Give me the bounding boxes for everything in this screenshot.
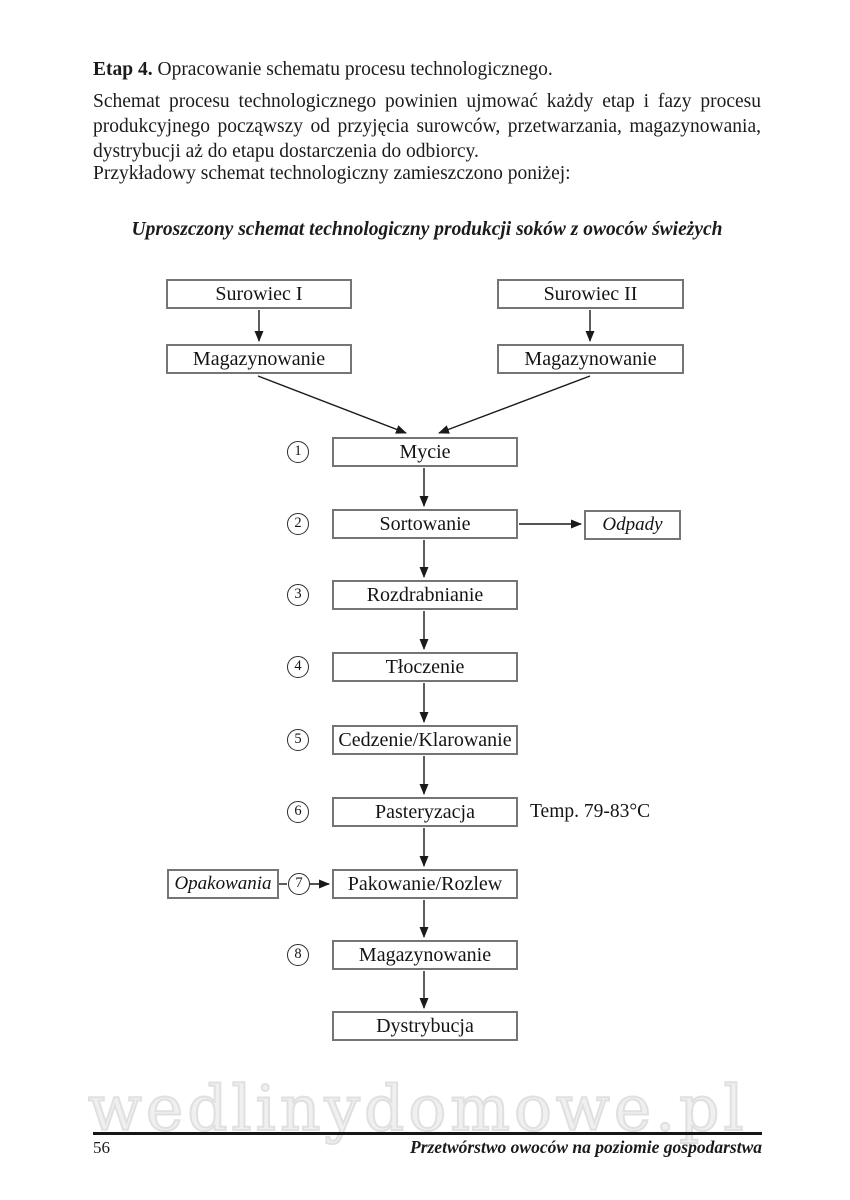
step-number-5: 5 <box>287 729 309 751</box>
box-dystrybucja: Dystrybucja <box>332 1011 518 1041</box>
body-paragraph: Schemat procesu technologicznego powinie… <box>93 91 761 162</box>
intro-line: Przykładowy schemat technologiczny zamie… <box>93 163 571 184</box>
diagram-title: Uproszczony schemat technologiczny produ… <box>131 219 723 240</box>
step-number-4: 4 <box>287 656 309 678</box>
box-opakowania: Opakowania <box>167 869 279 899</box>
footer-book-title: Przetwórstwo owoców na poziomie gospodar… <box>410 1137 762 1157</box>
page-number: 56 <box>93 1138 110 1157</box>
box-magazynowanie-right: Magazynowanie <box>497 344 684 374</box>
box-magazynowanie-left: Magazynowanie <box>166 344 352 374</box>
box-surowiec-1: Surowiec I <box>166 279 352 309</box>
box-cedzenie-klarowanie: Cedzenie/Klarowanie <box>332 725 518 755</box>
step-number-3: 3 <box>287 584 309 606</box>
step-number-8: 8 <box>287 944 309 966</box>
box-rozdrabnianie: Rozdrabnianie <box>332 580 518 610</box>
box-sortowanie: Sortowanie <box>332 509 518 539</box>
box-odpady: Odpady <box>584 510 681 540</box>
section-heading-label: Etap 4. <box>93 59 153 80</box>
footer-divider <box>93 1132 762 1135</box>
box-pasteryzacja: Pasteryzacja <box>332 797 518 827</box>
box-magazynowanie-8: Magazynowanie <box>332 940 518 970</box>
box-tloczenie: Tłoczenie <box>332 652 518 682</box>
step-number-1: 1 <box>287 441 309 463</box>
section-heading-text: Opracowanie schematu procesu technologic… <box>152 59 553 80</box>
box-pakowanie-rozlew: Pakowanie/Rozlew <box>332 869 518 899</box>
step-number-6: 6 <box>287 801 309 823</box>
step-number-7: 7 <box>288 873 310 895</box>
section-heading: Etap 4. Opracowanie schematu procesu tec… <box>93 58 763 82</box>
pasteurization-temp-note: Temp. 79-83°C <box>530 801 651 822</box>
box-mycie: Mycie <box>332 437 518 467</box>
box-surowiec-2: Surowiec II <box>497 279 684 309</box>
step-number-2: 2 <box>287 513 309 535</box>
